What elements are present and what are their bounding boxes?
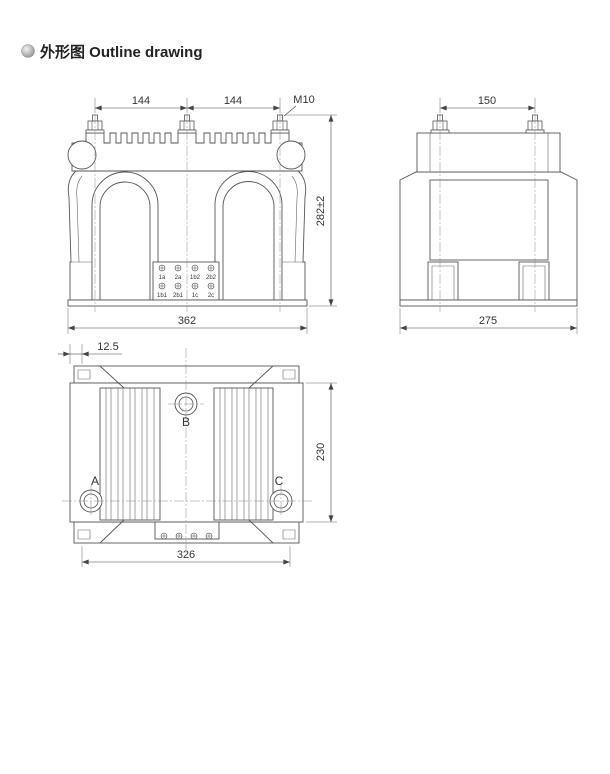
side-dimensions: 150 275 [399, 95, 578, 334]
title-bullet-icon [21, 44, 35, 58]
side-foot-slot-inner-line [431, 265, 546, 300]
dimension-label-terminal-spacing: 150 [478, 95, 496, 107]
top-chamfer-line [99, 365, 274, 544]
side-left-foot-slot [427, 261, 459, 301]
phase-label-a: A [91, 474, 99, 488]
front-body-chamfer-line [70, 175, 305, 263]
top-corner-slot [77, 369, 296, 540]
terminal-label: 1b2 [190, 275, 201, 281]
side-inner-panel [429, 179, 549, 261]
dimension-label-left-spacing: 144 [132, 95, 150, 107]
terminal-stud [205, 532, 213, 540]
side-cast-body [399, 171, 578, 301]
front-left-coil-window [91, 171, 159, 300]
right-core-laminations [219, 388, 269, 520]
bolt-leader-line [283, 105, 297, 117]
terminal-label: 2b1 [173, 293, 184, 299]
side-right-foot-slot [518, 261, 550, 301]
terminal-label: 1a [159, 275, 166, 281]
terminal-stud [160, 532, 168, 540]
bottom-terminal-strip [154, 521, 220, 540]
dimension-label-mounting-depth: 230 [315, 443, 327, 461]
secondary-terminal [191, 282, 199, 290]
side-top-block [416, 132, 561, 173]
terminal-label: 1c [192, 293, 198, 299]
front-left-boss [67, 140, 97, 170]
top-upper-rim [73, 365, 300, 384]
secondary-terminal [207, 264, 215, 272]
dimension-label-width: 362 [178, 315, 196, 327]
terminal-label: 2c [208, 293, 214, 299]
center-line [62, 348, 312, 553]
dimension-label-height: 282±2 [315, 196, 327, 227]
phase-label-c: C [275, 474, 284, 488]
center-line [439, 114, 536, 312]
front-dimensions: 144 144 M10 282±2 362 [67, 94, 337, 334]
bolt-size-label: M10 [293, 94, 314, 106]
page-title: 外形图 Outline drawing [39, 43, 203, 61]
terminal-label: 2a [175, 275, 182, 281]
side-top-block-edge-line [429, 133, 549, 172]
dimension-label-right-spacing: 144 [224, 95, 242, 107]
secondary-terminal [174, 282, 182, 290]
secondary-terminal [191, 264, 199, 272]
terminal-stud [190, 532, 198, 540]
phase-label-b: B [182, 415, 190, 429]
secondary-terminal [158, 282, 166, 290]
secondary-terminal [158, 264, 166, 272]
dimension-label-edge-offset: 12.5 [97, 341, 118, 353]
front-right-boss [276, 140, 306, 170]
front-base-plate [67, 299, 308, 307]
front-view: 1a 2a 1b2 2b2 1b1 2b1 1c 2c [67, 114, 308, 312]
terminal-label: 1b1 [157, 293, 168, 299]
left-core-laminations [105, 388, 155, 520]
side-base-plate [399, 299, 578, 307]
secondary-terminal [207, 282, 215, 290]
terminal-stud [175, 532, 183, 540]
top-view: B A C [62, 348, 312, 553]
terminal-label: 2b2 [206, 275, 217, 281]
secondary-terminal [174, 264, 182, 272]
right-core-block [213, 387, 274, 521]
center-line [94, 114, 281, 312]
dimension-label-mounting-width: 326 [177, 549, 195, 561]
top-dimensions: 12.5 230 326 [58, 341, 337, 567]
dimension-label-depth: 275 [479, 315, 497, 327]
side-view [399, 114, 578, 312]
